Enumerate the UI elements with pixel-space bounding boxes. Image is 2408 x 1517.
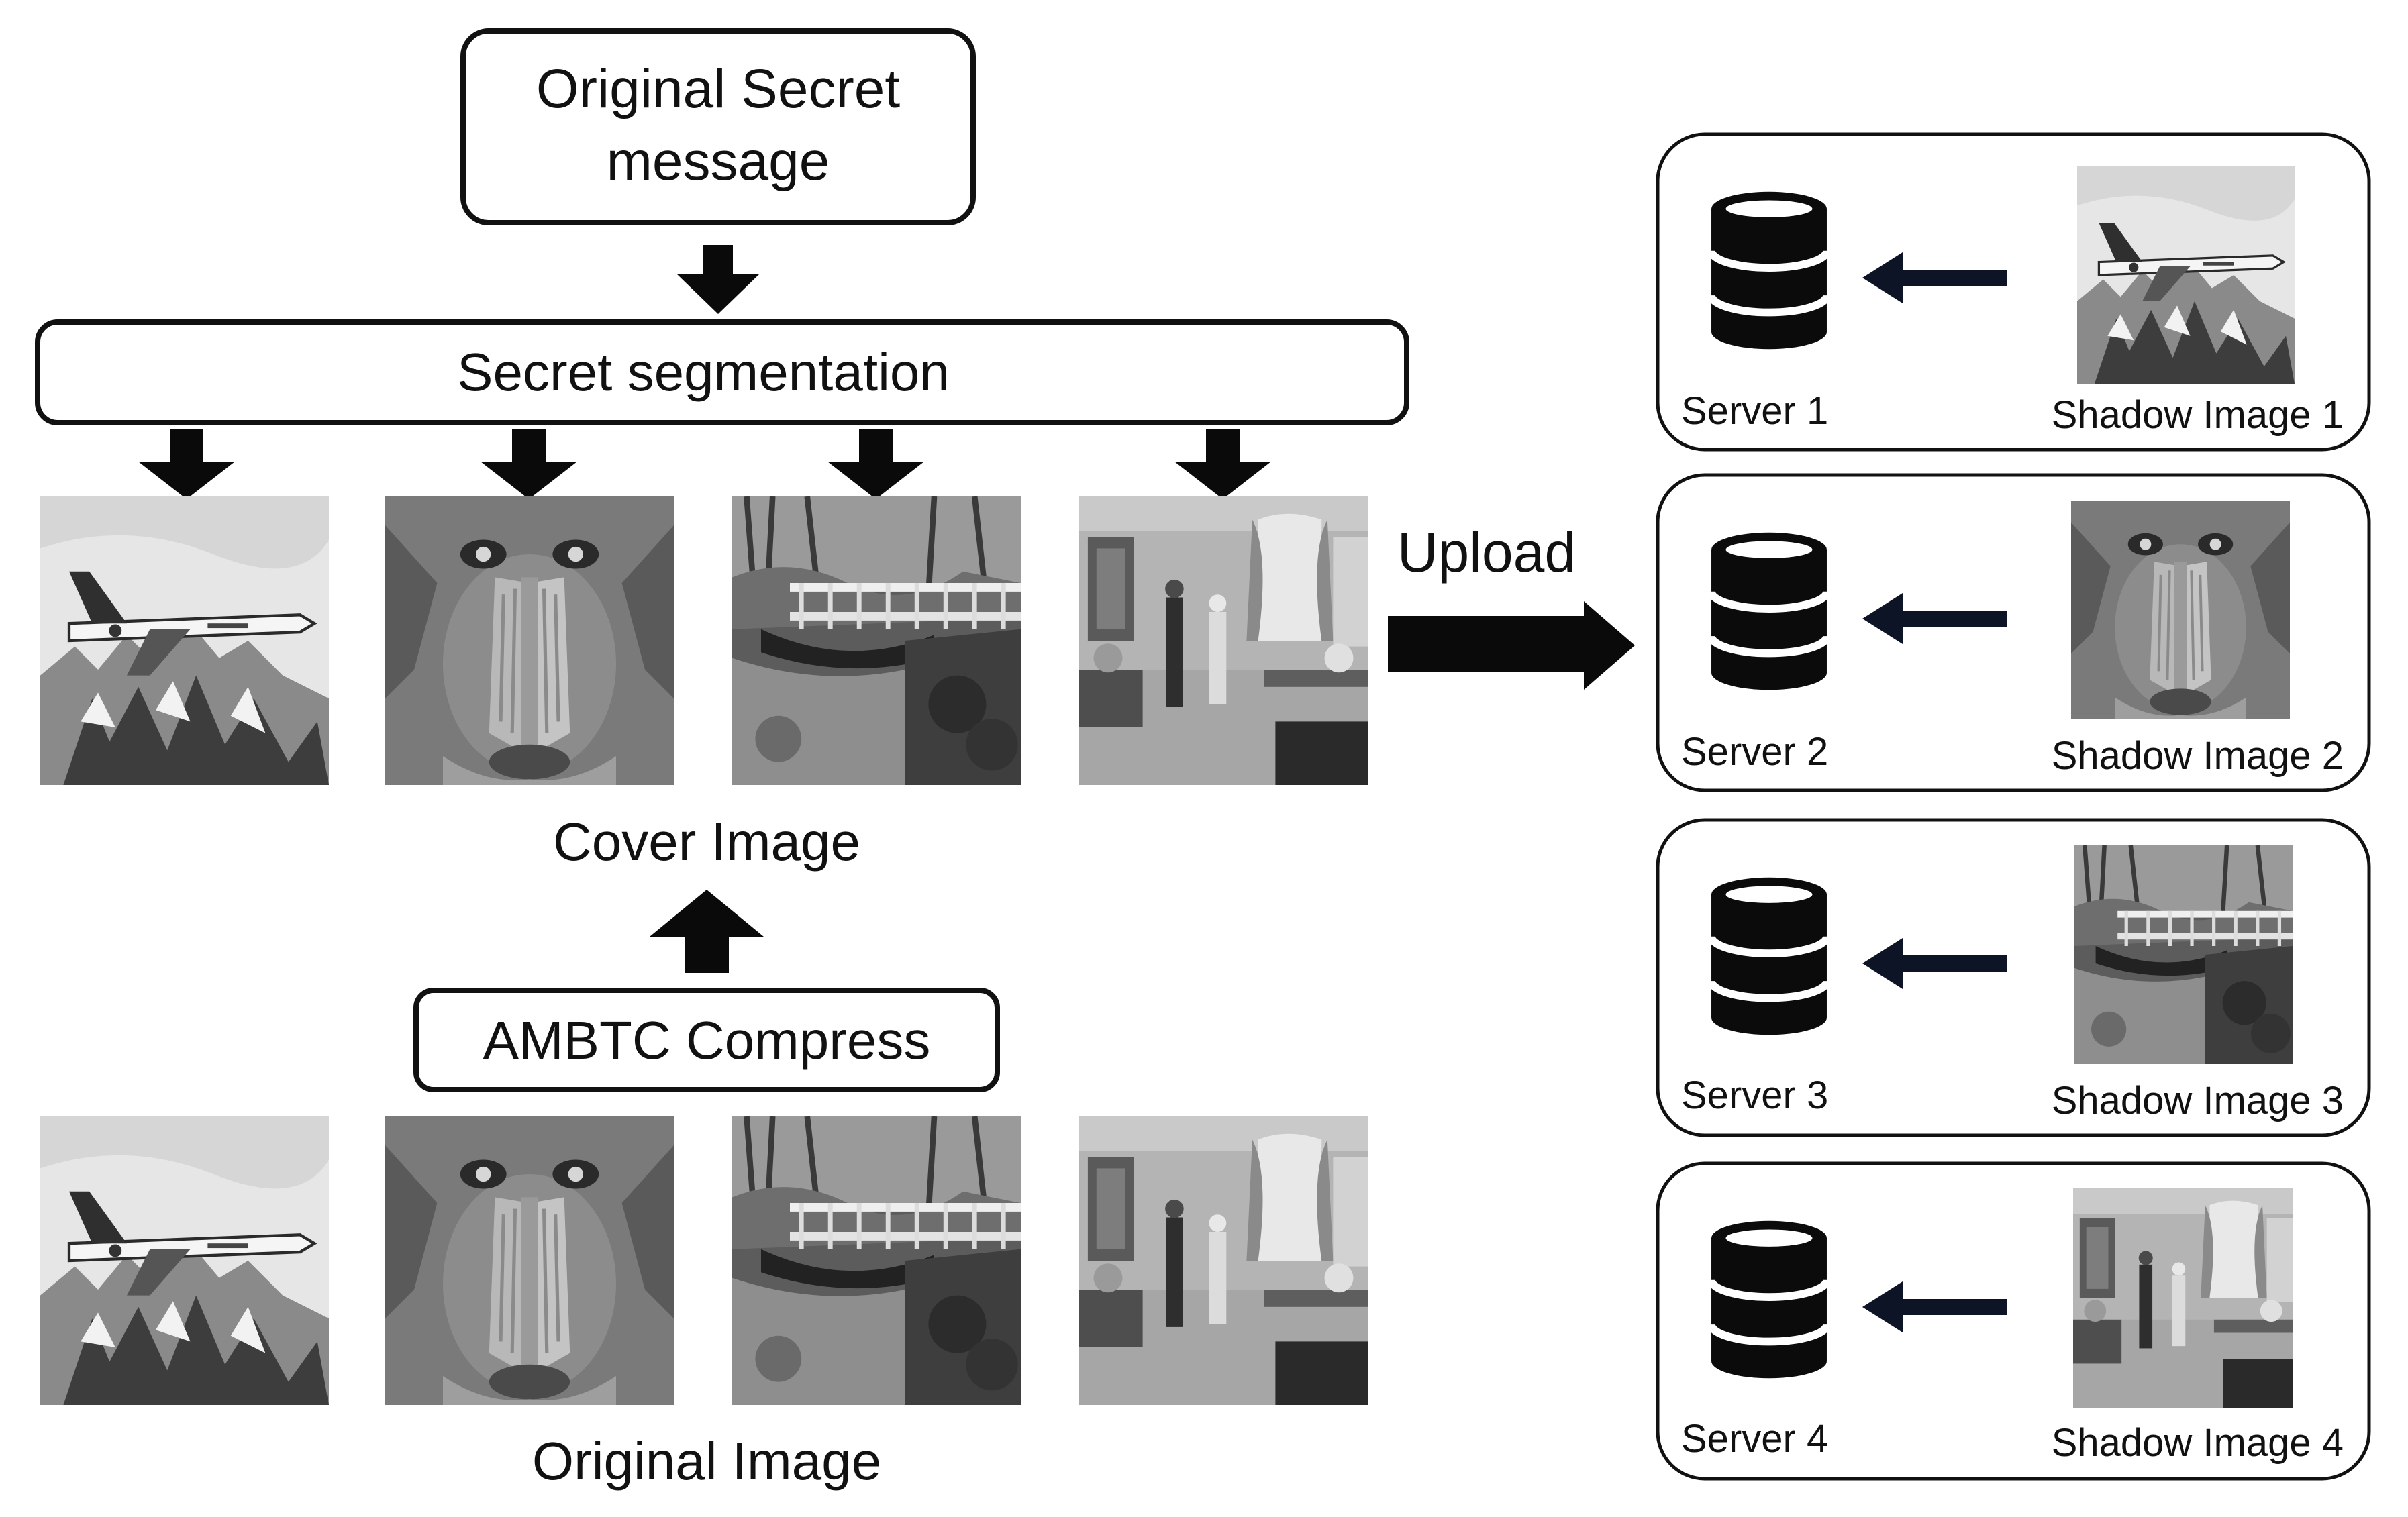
cover-image-bridge xyxy=(732,496,1021,785)
server-panel-3: Server 3 Shadow Image 3 xyxy=(1656,818,2371,1137)
database-icon xyxy=(1711,533,1827,690)
upload-label: Upload xyxy=(1397,521,1576,584)
secret-segmentation-label: Secret segmentation xyxy=(457,342,950,402)
database-icon xyxy=(1711,1221,1827,1378)
shadow-image-thumb xyxy=(2070,501,2291,719)
ambtc-compress-label: AMBTC Compress xyxy=(483,1010,931,1070)
down-arrow-icon xyxy=(481,429,577,499)
down-arrow-icon xyxy=(138,429,235,499)
shadow-image-thumb xyxy=(2074,845,2293,1064)
down-arrow-icon xyxy=(827,429,924,499)
shadow-image-thumb xyxy=(2073,1188,2293,1408)
original-image-airplane xyxy=(40,1116,329,1405)
cover-image-room xyxy=(1079,496,1368,785)
original-image-room xyxy=(1079,1116,1368,1405)
shadow-image-label: Shadow Image 4 xyxy=(2052,1421,2344,1465)
left-arrow-icon xyxy=(1862,593,2007,644)
database-icon xyxy=(1711,878,1827,1035)
down-arrow-icon xyxy=(676,245,760,314)
secret-message-box xyxy=(460,28,976,225)
shadow-image-thumb xyxy=(2076,166,2296,384)
left-arrow-icon xyxy=(1862,1281,2007,1332)
server-panel-4: Server 4 Shadow Image 4 xyxy=(1656,1161,2371,1481)
database-icon xyxy=(1711,192,1827,349)
original-image-baboon xyxy=(385,1116,674,1405)
server-label: Server 4 xyxy=(1681,1417,1828,1461)
shadow-image-label: Shadow Image 2 xyxy=(2052,734,2344,778)
secret-message-line2: message xyxy=(607,131,830,192)
down-arrow-icon xyxy=(1174,429,1271,499)
left-arrow-icon xyxy=(1862,938,2007,989)
secret-message-line1: Original Secret xyxy=(536,58,901,119)
shadow-image-label: Shadow Image 3 xyxy=(2052,1079,2344,1122)
cover-image-baboon xyxy=(385,496,674,785)
original-image-caption: Original Image xyxy=(532,1431,881,1491)
original-image-bridge xyxy=(732,1116,1021,1405)
cover-image-airplane xyxy=(40,496,329,785)
upload-arrow-icon xyxy=(1388,601,1635,690)
left-arrow-icon xyxy=(1862,252,2007,303)
ambtc-compress-box xyxy=(413,988,1000,1092)
up-arrow-icon xyxy=(650,890,764,973)
secret-segmentation-box xyxy=(35,319,1409,425)
server-panel-1: Server 1 Shadow Image 1 xyxy=(1656,132,2371,452)
server-label: Server 2 xyxy=(1681,730,1828,774)
cover-image-caption: Cover Image xyxy=(553,812,860,872)
server-panel-2: Server 2 Shadow Image 2 xyxy=(1656,473,2371,792)
server-label: Server 3 xyxy=(1681,1074,1828,1117)
shadow-image-label: Shadow Image 1 xyxy=(2052,393,2344,437)
server-label: Server 1 xyxy=(1681,389,1828,433)
